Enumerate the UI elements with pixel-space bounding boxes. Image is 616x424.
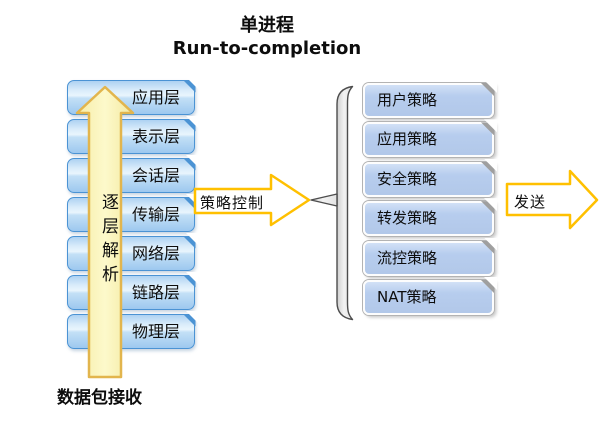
policy-box: 应用策略 xyxy=(363,122,494,158)
policy-box: 用户策略 xyxy=(363,83,494,118)
policy-box: 流控策略 xyxy=(363,240,494,276)
osi-layer-box: 链路层 xyxy=(67,275,195,310)
policy-label: 安全策略 xyxy=(377,169,438,188)
packet-receive-label: 数据包接收 xyxy=(57,388,142,408)
title-line-cn: 单进程 xyxy=(240,15,294,36)
osi-layer-box: 物理层 xyxy=(67,314,195,349)
policy-box: NAT策略 xyxy=(363,279,494,315)
osi-layer-label: 会话层 xyxy=(132,166,181,185)
policy-label: 用户策略 xyxy=(377,91,438,109)
policy-control-label: 策略控制 xyxy=(200,194,265,212)
osi-layer-label: 网络层 xyxy=(132,244,181,263)
policy-label: NAT策略 xyxy=(377,287,437,306)
policy-stack: 用户策略 应用策略 安全策略 转发策略 流控策略 NAT策略 xyxy=(363,83,494,315)
brace-point xyxy=(310,193,338,207)
osi-layer-label: 传输层 xyxy=(132,205,181,224)
osi-layer-label: 物理层 xyxy=(132,322,181,341)
policy-label: 转发策略 xyxy=(377,209,438,228)
osi-layer-box: 应用层 xyxy=(67,80,195,115)
osi-layer-box: 传输层 xyxy=(67,197,195,232)
title-line-en: Run-to-completion xyxy=(172,38,362,59)
osi-layer-box: 网络层 xyxy=(67,236,195,271)
up-arrow-label: 逐层解析 xyxy=(98,193,118,289)
policy-label: 流控策略 xyxy=(377,248,438,267)
osi-layer-label: 表示层 xyxy=(132,127,181,146)
policy-box: 安全策略 xyxy=(363,161,494,197)
osi-layer-stack: 应用层 表示层 会话层 传输层 网络层 链路层 物理层 xyxy=(67,80,195,349)
send-label: 发送 xyxy=(514,193,547,211)
diagram-title: 单进程 Run-to-completion xyxy=(152,14,382,60)
policy-box: 转发策略 xyxy=(363,201,494,237)
osi-layer-box: 表示层 xyxy=(67,119,195,154)
brace-shape xyxy=(336,85,354,321)
osi-layer-label: 应用层 xyxy=(132,88,181,107)
osi-layer-box: 会话层 xyxy=(67,158,195,193)
osi-layer-label: 链路层 xyxy=(132,283,181,302)
policy-label: 应用策略 xyxy=(377,130,438,149)
